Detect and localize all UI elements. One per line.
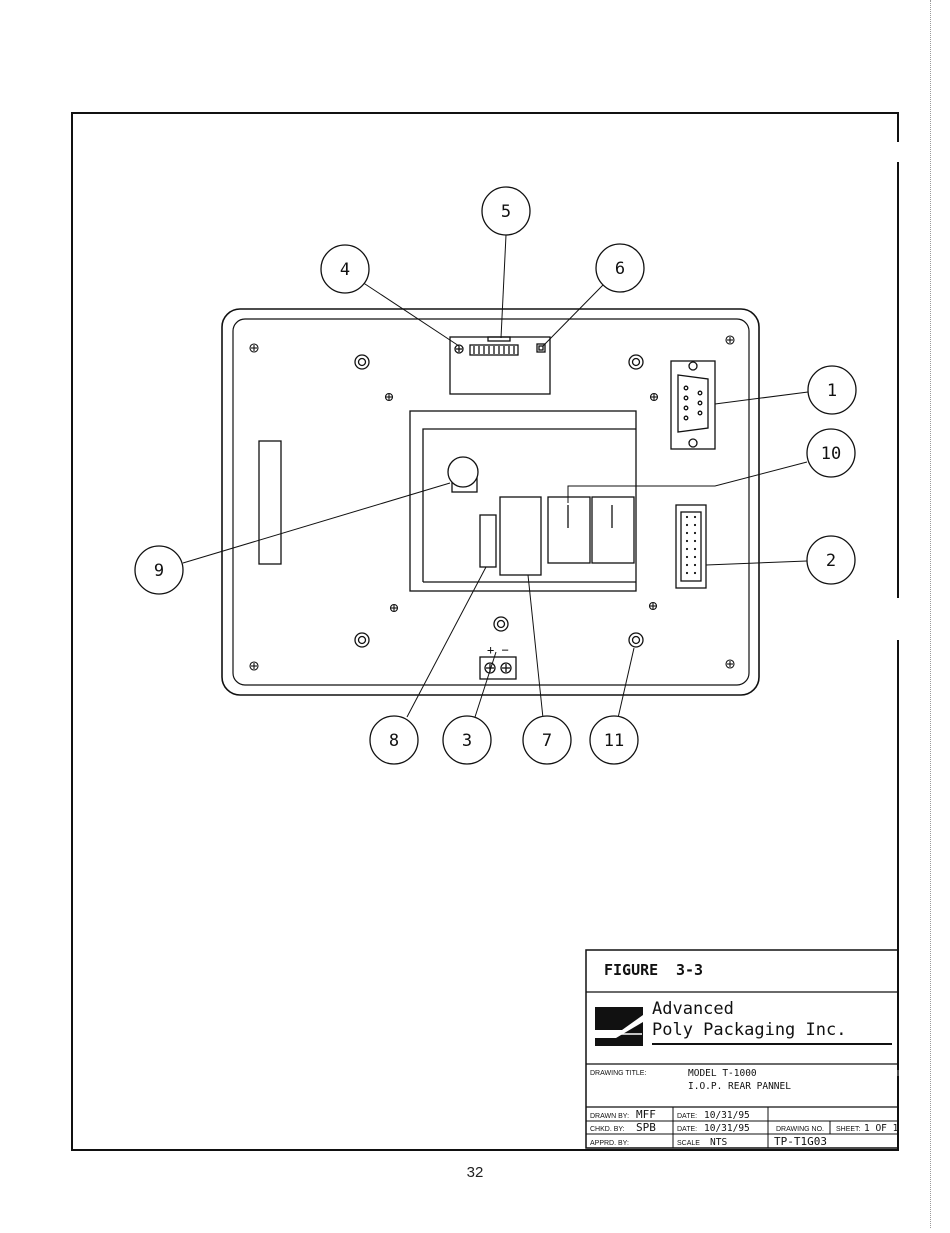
- date1-value: 10/31/95: [704, 1110, 750, 1121]
- figure-label: FIGURE: [604, 961, 658, 979]
- drawn-by-value: MFF: [636, 1108, 656, 1121]
- date1-label: DATE:: [677, 1113, 697, 1120]
- fuse-holder: [480, 515, 496, 567]
- callout-10: 10: [807, 429, 855, 477]
- callout-5: 5: [482, 187, 530, 235]
- battery: [448, 457, 478, 492]
- svg-text:10: 10: [821, 444, 841, 464]
- svg-text:1: 1: [827, 381, 837, 401]
- drawing-no-label: DRAWING NO.: [776, 1126, 824, 1133]
- company-name-line1: Advanced: [652, 999, 734, 1019]
- drawing-title-line2: I.O.P. REAR PANNEL: [688, 1081, 791, 1092]
- drawing-frame: [72, 113, 898, 1150]
- drawing-title-label: DRAWING TITLE:: [590, 1070, 646, 1077]
- company-name-line2: Poly Packaging Inc.: [652, 1020, 846, 1040]
- svg-text:4: 4: [340, 260, 350, 280]
- page-number: 32: [0, 1164, 950, 1181]
- figure-number: 3-3: [676, 961, 703, 979]
- dip-switch-board: [450, 337, 550, 394]
- callout-3: 3: [443, 716, 491, 764]
- callout-6: 6: [596, 244, 644, 292]
- date2-value: 10/31/95: [704, 1123, 750, 1134]
- callout-7: 7: [523, 716, 571, 764]
- svg-text:11: 11: [604, 731, 624, 751]
- drawing-title-line1: MODEL T-1000: [688, 1068, 757, 1079]
- svg-text:6: 6: [615, 259, 625, 279]
- ribbon-connector: [676, 505, 706, 588]
- relay: [500, 497, 541, 575]
- approved-by-label: APPRD. BY:: [590, 1140, 629, 1147]
- scale-label: SCALE: [677, 1140, 700, 1147]
- checked-by-label: CHKD. BY:: [590, 1126, 625, 1133]
- drawn-by-label: DRAWN BY:: [590, 1113, 629, 1120]
- board-components: [480, 497, 634, 575]
- date2-label: DATE:: [677, 1126, 697, 1133]
- svg-text:2: 2: [826, 551, 836, 571]
- terminal-polarity-label: + −: [487, 643, 509, 657]
- sheet-label: SHEET:: [836, 1126, 861, 1133]
- callout-9: 9: [135, 546, 183, 594]
- callout-11: 11: [590, 716, 638, 764]
- sheet-value: 1 OF 1: [864, 1123, 899, 1134]
- checked-by-value: SPB: [636, 1121, 656, 1134]
- callout-8: 8: [370, 716, 418, 764]
- drawing-no-value: TP-T1G03: [774, 1135, 827, 1148]
- scale-value: NTS: [710, 1137, 727, 1148]
- rear-panel-body: [222, 309, 759, 695]
- power-terminal: [480, 657, 516, 679]
- company-logo: [595, 1007, 643, 1046]
- svg-text:8: 8: [389, 731, 399, 751]
- svg-text:9: 9: [154, 561, 164, 581]
- callout-1: 1: [808, 366, 856, 414]
- svg-text:7: 7: [542, 731, 552, 751]
- svg-text:5: 5: [501, 202, 511, 222]
- callout-2: 2: [807, 536, 855, 584]
- main-circuit-board: [410, 411, 636, 591]
- left-card-slot: [259, 441, 281, 564]
- serial-port-connector: [671, 361, 715, 449]
- mounting-screws: [250, 336, 734, 670]
- svg-text:3: 3: [462, 731, 472, 751]
- standoffs: [355, 355, 643, 647]
- callout-4: 4: [321, 245, 369, 293]
- scan-edge: [930, 0, 933, 1228]
